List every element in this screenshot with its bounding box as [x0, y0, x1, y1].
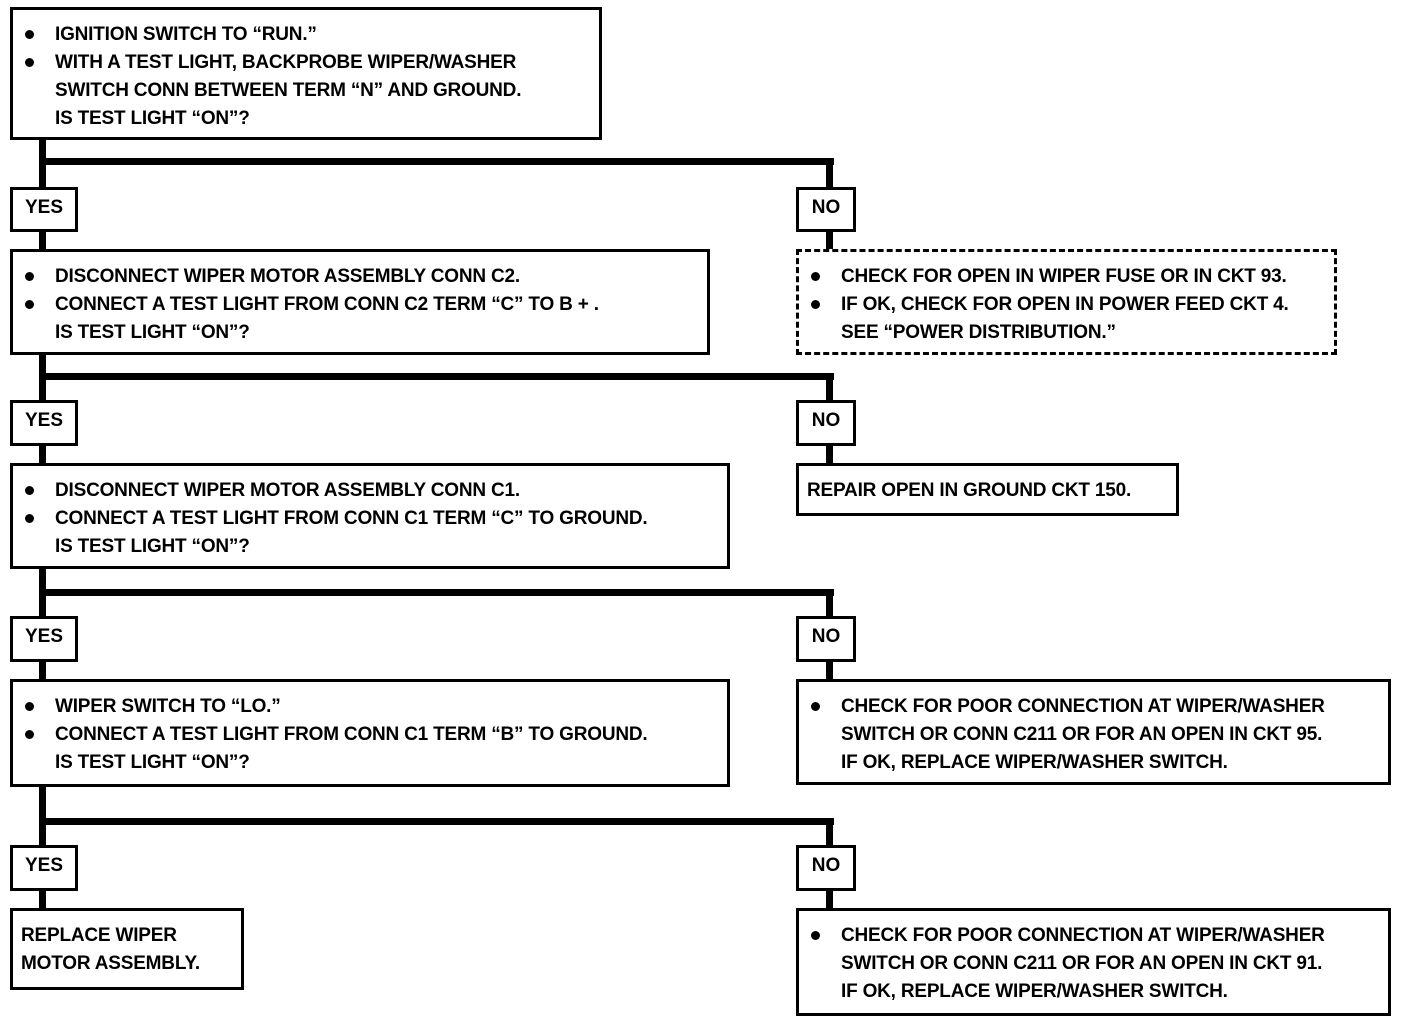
step-line: DISCONNECT WIPER MOTOR ASSEMBLY CONN C2. — [13, 263, 707, 291]
step-question: IS TEST LIGHT “ON”? — [55, 536, 250, 557]
bullet-icon — [25, 514, 34, 523]
result-line: CHECK FOR POOR CONNECTION AT WIPER/WASHE… — [799, 922, 1388, 950]
result-text: IF OK, REPLACE WIPER/WASHER SWITCH. — [841, 981, 1228, 1002]
connector-line — [39, 373, 834, 380]
bullet-icon — [25, 300, 34, 309]
result-text: MOTOR ASSEMBLY. — [21, 953, 200, 974]
step-box-3: DISCONNECT WIPER MOTOR ASSEMBLY CONN C1.… — [10, 463, 730, 569]
connector-line — [39, 158, 834, 165]
final-yes-box: REPLACE WIPER MOTOR ASSEMBLY. — [10, 908, 244, 990]
step-text: DISCONNECT WIPER MOTOR ASSEMBLY CONN C1. — [55, 480, 520, 501]
step-text: CONNECT A TEST LIGHT FROM CONN C1 TERM “… — [55, 724, 648, 745]
connector-line — [39, 784, 46, 846]
step-text: WIPER SWITCH TO “LO.” — [55, 696, 281, 717]
bullet-icon — [25, 486, 34, 495]
connector-line — [39, 589, 834, 596]
connector-line — [39, 660, 46, 682]
step-question: IS TEST LIGHT “ON”? — [55, 752, 250, 773]
result-text: CHECK FOR POOR CONNECTION AT WIPER/WASHE… — [841, 696, 1325, 717]
result-text: IF OK, REPLACE WIPER/WASHER SWITCH. — [841, 752, 1228, 773]
result-line: CHECK FOR OPEN IN WIPER FUSE OR IN CKT 9… — [799, 263, 1334, 291]
bullet-icon — [811, 931, 820, 940]
yes-label: YES — [10, 187, 78, 232]
step-text: WITH A TEST LIGHT, BACKPROBE WIPER/WASHE… — [55, 52, 517, 73]
step-question: IS TEST LIGHT “ON”? — [55, 322, 250, 343]
yes-label: YES — [10, 845, 78, 891]
no-result-box-1: CHECK FOR OPEN IN WIPER FUSE OR IN CKT 9… — [796, 249, 1337, 355]
bullet-icon — [811, 702, 820, 711]
yes-label: YES — [10, 616, 78, 662]
bullet-icon — [25, 702, 34, 711]
no-result-box-3: CHECK FOR POOR CONNECTION AT WIPER/WASHE… — [796, 679, 1391, 785]
bullet-icon — [25, 272, 34, 281]
no-label: NO — [796, 187, 856, 232]
result-text: REPLACE WIPER — [21, 925, 177, 946]
connector-line — [39, 444, 46, 466]
bullet-icon — [25, 58, 34, 67]
result-line: CHECK FOR POOR CONNECTION AT WIPER/WASHE… — [799, 693, 1388, 721]
step-text: DISCONNECT WIPER MOTOR ASSEMBLY CONN C2. — [55, 266, 520, 287]
connector-line — [826, 660, 833, 680]
step-text: SWITCH CONN BETWEEN TERM “N” AND GROUND. — [55, 80, 522, 101]
step-text: IGNITION SWITCH TO “RUN.” — [55, 24, 317, 45]
no-label: NO — [796, 616, 856, 662]
connector-line — [826, 889, 833, 909]
connector-line — [826, 444, 833, 464]
bullet-icon — [25, 730, 34, 739]
no-result-box-4: CHECK FOR POOR CONNECTION AT WIPER/WASHE… — [796, 908, 1391, 1016]
step-text: CONNECT A TEST LIGHT FROM CONN C2 TERM “… — [55, 294, 599, 315]
yes-label: YES — [10, 400, 78, 446]
step-line: DISCONNECT WIPER MOTOR ASSEMBLY CONN C1. — [13, 477, 727, 505]
step-line: CONNECT A TEST LIGHT FROM CONN C2 TERM “… — [13, 291, 707, 319]
result-text: CHECK FOR POOR CONNECTION AT WIPER/WASHE… — [841, 925, 1325, 946]
connector-line — [39, 230, 46, 252]
result-text: REPAIR OPEN IN GROUND CKT 150. — [807, 480, 1132, 501]
step-box-2: DISCONNECT WIPER MOTOR ASSEMBLY CONN C2.… — [10, 249, 710, 355]
result-text: SWITCH OR CONN C211 OR FOR AN OPEN IN CK… — [841, 724, 1323, 745]
connector-line — [826, 230, 833, 250]
connector-line — [826, 158, 833, 188]
connector-line — [39, 818, 834, 825]
step-line: CONNECT A TEST LIGHT FROM CONN C1 TERM “… — [13, 505, 727, 533]
step-line: CONNECT A TEST LIGHT FROM CONN C1 TERM “… — [13, 721, 727, 749]
connector-line — [39, 889, 46, 911]
no-label: NO — [796, 400, 856, 446]
bullet-icon — [25, 30, 34, 39]
step-box-1: IGNITION SWITCH TO “RUN.” WITH A TEST LI… — [10, 7, 602, 140]
no-result-box-2: REPAIR OPEN IN GROUND CKT 150. — [796, 463, 1179, 516]
connector-line — [826, 818, 833, 846]
step-line: IGNITION SWITCH TO “RUN.” — [13, 21, 599, 49]
connector-line — [826, 589, 833, 617]
connector-line — [826, 373, 833, 401]
step-line: WIPER SWITCH TO “LO.” — [13, 693, 727, 721]
step-line: WITH A TEST LIGHT, BACKPROBE WIPER/WASHE… — [13, 49, 599, 77]
step-box-4: WIPER SWITCH TO “LO.” CONNECT A TEST LIG… — [10, 679, 730, 787]
result-line: IF OK, CHECK FOR OPEN IN POWER FEED CKT … — [799, 291, 1334, 319]
bullet-icon — [811, 272, 820, 281]
no-label: NO — [796, 845, 856, 891]
result-text: SEE “POWER DISTRIBUTION.” — [841, 322, 1116, 343]
bullet-icon — [811, 300, 820, 309]
result-text: SWITCH OR CONN C211 OR FOR AN OPEN IN CK… — [841, 953, 1323, 974]
step-text: CONNECT A TEST LIGHT FROM CONN C1 TERM “… — [55, 508, 648, 529]
step-question: IS TEST LIGHT “ON”? — [55, 108, 250, 129]
result-text: IF OK, CHECK FOR OPEN IN POWER FEED CKT … — [841, 294, 1289, 315]
result-text: CHECK FOR OPEN IN WIPER FUSE OR IN CKT 9… — [841, 266, 1287, 287]
